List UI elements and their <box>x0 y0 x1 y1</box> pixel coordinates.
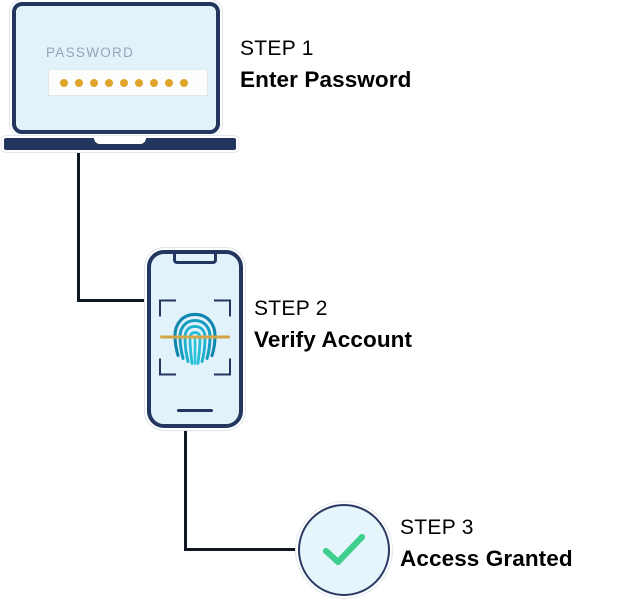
password-dot <box>75 78 83 87</box>
step-1-title: Enter Password <box>240 67 412 92</box>
phone-notch <box>173 254 217 264</box>
password-input[interactable] <box>48 69 208 96</box>
scan-line <box>160 335 230 339</box>
scanner-bracket-bottom-left <box>159 358 176 376</box>
scanner-bracket-top-left <box>159 299 176 317</box>
laptop-trackpad-notch <box>94 138 146 144</box>
smartphone-device <box>147 250 243 428</box>
connector-phone-to-check-horizontal <box>184 548 301 551</box>
connector-laptop-to-phone-vertical <box>77 150 80 302</box>
step-2-kicker: STEP 2 <box>254 297 328 320</box>
step-3-title: Access Granted <box>400 546 573 571</box>
password-dot <box>180 78 188 87</box>
step-label-3: STEP 3 Access Granted <box>400 517 573 571</box>
password-dot <box>90 78 98 87</box>
scanner-bracket-bottom-right <box>214 358 231 376</box>
laptop-base <box>4 138 236 150</box>
access-granted-badge <box>298 504 390 596</box>
step-1-kicker: STEP 1 <box>240 37 314 60</box>
connector-phone-to-check-vertical <box>184 425 187 550</box>
laptop-device: PASSWORD <box>4 0 236 155</box>
password-dot <box>120 78 128 87</box>
step-label-1: STEP 1 Enter Password <box>240 38 411 92</box>
check-circle <box>298 504 390 596</box>
check-icon <box>322 533 366 566</box>
step-3-kicker: STEP 3 <box>400 516 474 539</box>
scanner-bracket-top-right <box>214 299 231 317</box>
step-label-2: STEP 2 Verify Account <box>254 298 412 352</box>
password-dot <box>150 78 158 87</box>
phone-screen <box>147 250 243 428</box>
password-dot <box>135 78 143 87</box>
fingerprint-scanner[interactable] <box>159 299 231 376</box>
password-dot <box>105 78 113 87</box>
laptop-screen: PASSWORD <box>12 2 220 134</box>
password-dot <box>60 78 68 87</box>
password-field-label: PASSWORD <box>46 45 135 60</box>
connector-laptop-to-phone-horizontal <box>77 299 150 302</box>
step-2-title: Verify Account <box>254 327 413 352</box>
password-dot <box>165 78 173 87</box>
phone-home-indicator <box>177 409 213 412</box>
